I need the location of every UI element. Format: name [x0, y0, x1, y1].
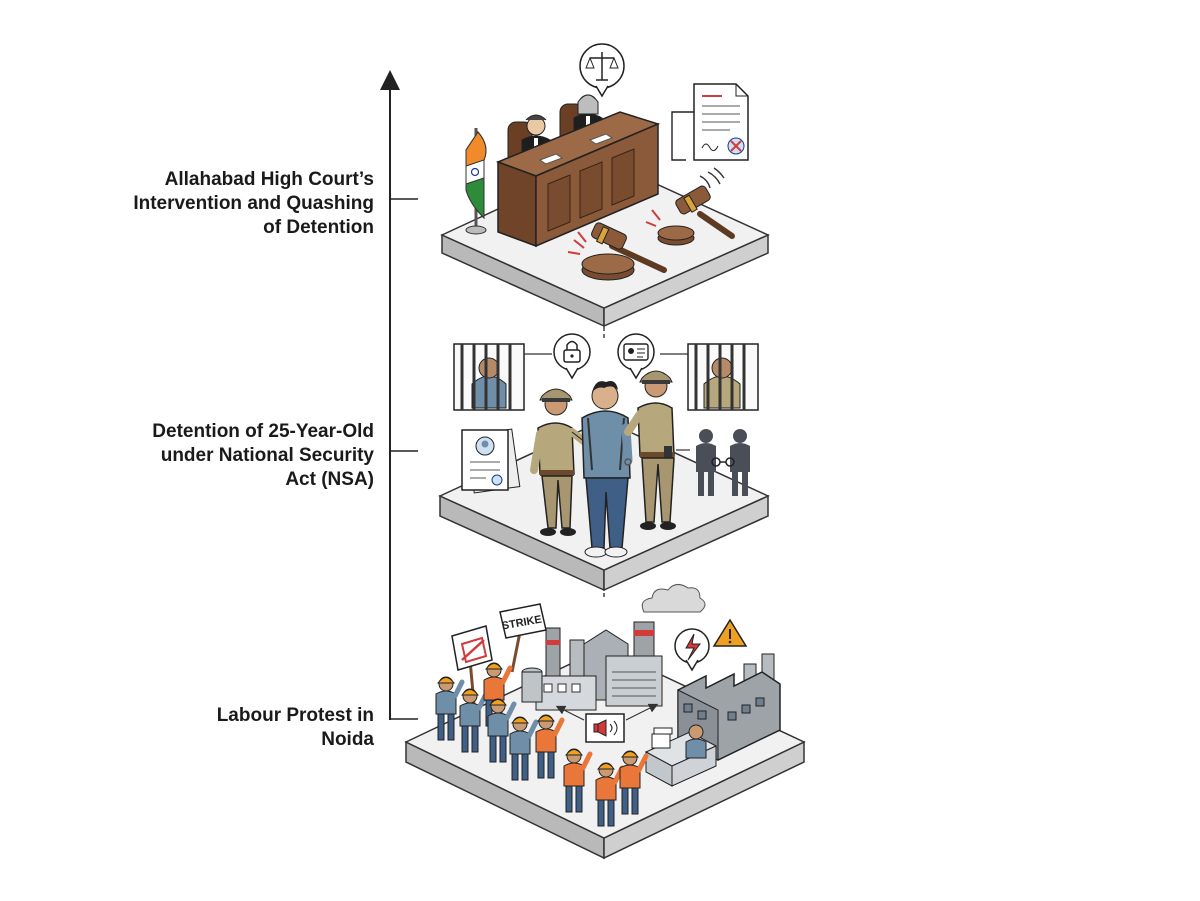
label-line: Intervention and Quashing — [133, 193, 374, 214]
detention-scene — [438, 333, 770, 592]
label-line: Detention of 25-Year-Old — [152, 421, 374, 442]
scales-of-justice-icon — [579, 43, 625, 98]
judges-bench — [495, 111, 661, 248]
dossier-icon — [461, 428, 521, 494]
worker — [459, 688, 489, 753]
megaphone-icon — [555, 703, 659, 743]
gavel-icon-2 — [645, 167, 735, 246]
warning-icon — [712, 618, 748, 647]
worker — [535, 714, 565, 779]
india-flag-icon — [465, 128, 487, 235]
label-line: Allahabad High Court’s — [164, 169, 374, 190]
label-line: under National Security — [160, 445, 374, 466]
worker — [619, 750, 649, 815]
worker — [435, 676, 465, 741]
lightning-icon — [674, 628, 710, 672]
smoke-icon — [641, 584, 706, 613]
factory-center — [521, 621, 663, 711]
worker — [487, 698, 517, 763]
document-icon — [671, 83, 749, 161]
gavel-icon — [567, 222, 667, 281]
protest-scene: STRIKE — [404, 584, 806, 860]
lock-icon — [553, 333, 591, 380]
label-line: Noida — [321, 729, 374, 750]
label-line: Labour Protest in — [216, 705, 374, 726]
id-card-icon — [617, 333, 655, 380]
stage-label-protest: Labour Protest in Noida — [74, 704, 374, 752]
court-scene — [440, 43, 770, 328]
office-desk — [644, 724, 718, 787]
timeline-axis — [380, 70, 418, 720]
handcuffed-figures — [676, 429, 750, 496]
jail-cell-right — [687, 343, 759, 411]
police-officer-right — [624, 370, 676, 530]
label-line: Act (NSA) — [285, 469, 374, 490]
detainee — [581, 381, 633, 558]
jail-cell-left — [453, 343, 525, 411]
police-officer-left — [530, 388, 594, 536]
stage-label-detention: Detention of 25-Year-Old under National … — [74, 420, 374, 492]
label-line: of Detention — [263, 217, 374, 238]
worker — [563, 748, 593, 813]
stage-label-court: Allahabad High Court’s Intervention and … — [74, 168, 374, 240]
workers-group — [435, 662, 649, 827]
strike-placard: STRIKE — [499, 603, 547, 673]
worker — [509, 716, 539, 781]
